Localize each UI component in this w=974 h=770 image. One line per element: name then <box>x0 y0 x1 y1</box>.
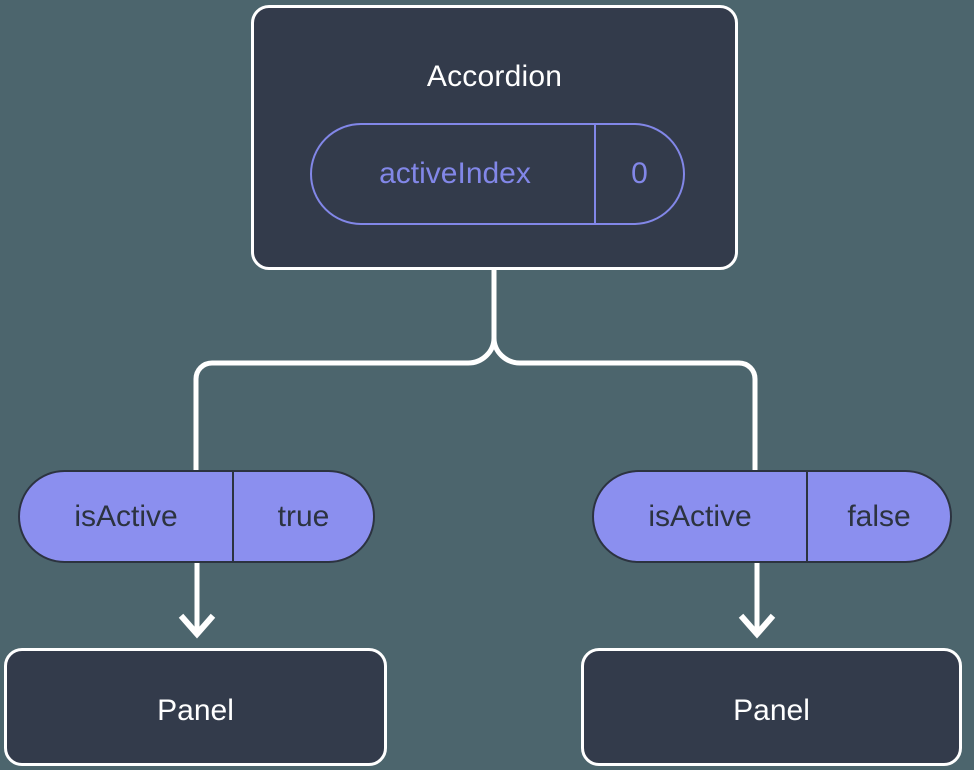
accordion-node[interactable]: Accordion activeIndex 0 <box>251 5 738 270</box>
fork-connector-icon <box>491 267 758 473</box>
prop-pill-is-active-false[interactable]: isActive false <box>592 470 952 563</box>
panel-node-right[interactable]: Panel <box>581 648 962 766</box>
prop-pill-value: false <box>847 499 911 533</box>
panel-node-left[interactable]: Panel <box>4 648 387 766</box>
prop-pill-key: isActive <box>20 472 234 561</box>
state-pill-value: 0 <box>631 157 648 190</box>
prop-pill-key: isActive <box>594 472 808 561</box>
accordion-node-title: Accordion <box>426 60 563 93</box>
state-pill-active-index[interactable]: activeIndex 0 <box>310 123 685 225</box>
prop-pill-value: true <box>277 499 330 533</box>
fork-connector-left-icon <box>193 335 497 473</box>
prop-pill-is-active-true[interactable]: isActive true <box>18 470 375 563</box>
panel-node-label: Panel <box>157 694 234 727</box>
arrow-down-icon-left-head <box>178 613 216 639</box>
panel-node-label: Panel <box>733 694 810 727</box>
state-pill-key: activeIndex <box>312 125 596 223</box>
arrow-down-icon-right-head <box>738 613 776 639</box>
